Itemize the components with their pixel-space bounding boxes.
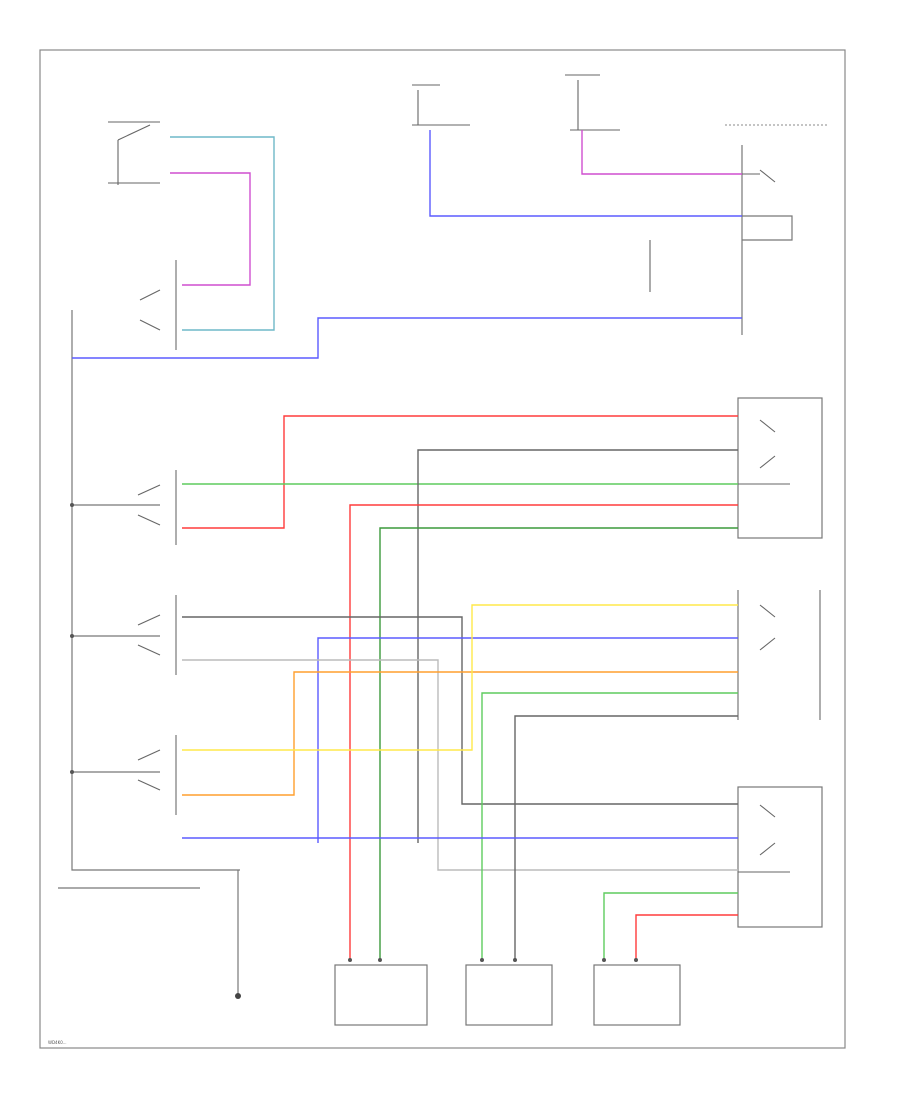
right-rear-motor-contacts: [738, 804, 790, 873]
ground-symbol-icon: [235, 993, 241, 999]
power-window-relay: [649, 145, 793, 335]
wire-violet-fuse: [581, 130, 742, 175]
wire-darkgreen-passenger: [379, 527, 738, 960]
wires-layer: [72, 130, 742, 960]
diagram-frame: [39, 49, 846, 1049]
connection-dots: [70, 503, 638, 962]
passenger-motor-contacts: [738, 419, 790, 485]
wire-green-rr: [603, 892, 738, 960]
wire-blue-rr: [317, 637, 738, 843]
right-rear-switch-symbol: [72, 595, 177, 675]
wire-grey-rr: [182, 616, 738, 805]
right-rear-motor-box: [737, 786, 823, 928]
wire-red-rr: [635, 914, 738, 960]
wire-grey-passenger: [417, 449, 738, 843]
master-switch-bus: [71, 310, 240, 871]
left-rear-lock-actuator: [465, 964, 553, 1026]
wire-red-main: [182, 415, 738, 529]
wire-blue-fuse: [429, 130, 742, 217]
wire-orange-lr: [182, 671, 738, 796]
wire-lightgrey-rr: [182, 659, 738, 871]
wire-green-lr: [481, 692, 738, 960]
wire-cyan-top: [170, 136, 275, 331]
fuse-box-right: [565, 74, 620, 131]
wire-violet-top: [170, 172, 251, 286]
wire-grey-lr: [514, 715, 738, 960]
passenger-motor-box: [737, 397, 823, 539]
right-rear-lock-actuator: [593, 964, 681, 1026]
wire-yellow-lr: [182, 604, 738, 751]
wire-blue-relay: [72, 317, 742, 359]
left-rear-motor-frame: [737, 590, 821, 720]
driver-door-switch: [139, 260, 177, 350]
wire-red-passenger: [349, 504, 738, 960]
footer-reference: WD4K0...: [48, 1040, 67, 1045]
top-left-switch: [108, 121, 160, 185]
left-rear-switch-symbol: [72, 735, 177, 815]
fuse-box-left: [412, 84, 470, 126]
passenger-switch-symbol: [72, 470, 177, 545]
passenger-lock-actuator: [334, 964, 428, 1026]
